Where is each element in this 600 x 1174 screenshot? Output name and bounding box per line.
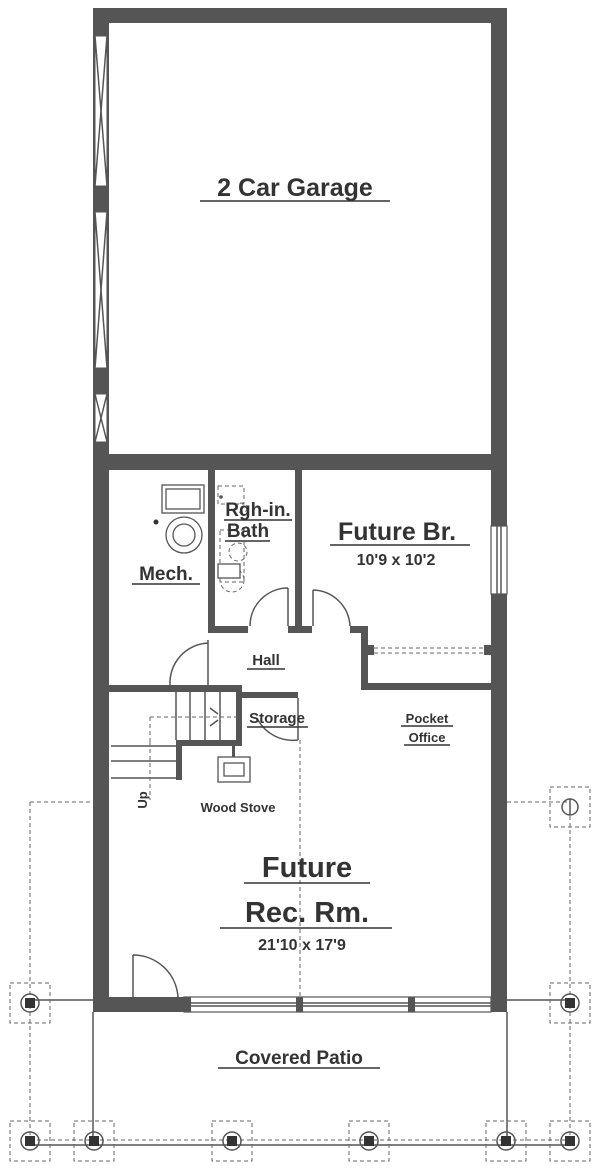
- garage-label: 2 Car Garage: [217, 174, 373, 202]
- rec-label-line1: Future: [262, 852, 352, 884]
- patio-post: [211, 1120, 253, 1162]
- hall-label: Hall: [252, 652, 280, 669]
- rec-label-line2: Rec. Rm.: [245, 897, 369, 929]
- patio-post: [9, 1120, 51, 1162]
- office-label-line2: Office: [409, 730, 446, 745]
- bedroom-window: [490, 525, 508, 595]
- wood-stove-label: Wood Stove: [201, 800, 276, 815]
- patio-post: [73, 1120, 115, 1162]
- patio-post: [9, 982, 51, 1024]
- patio-post: [549, 786, 591, 828]
- wood-stove-icon: [217, 742, 251, 783]
- bath-fixtures: [217, 485, 248, 593]
- interior-walls: [109, 470, 491, 780]
- patio-post: [549, 1120, 591, 1162]
- office-label-line1: Pocket: [406, 711, 449, 726]
- patio-posts: [9, 786, 591, 1162]
- room-labels: 2 Car Garage Mech. Rgh-in. Bath Future B…: [132, 174, 470, 1069]
- bedroom-size: 10'9 x 10'2: [357, 552, 436, 569]
- doors: [132, 587, 492, 1013]
- bath-label-line1: Rgh-in.: [225, 500, 290, 521]
- patio-outline: [29, 801, 571, 1146]
- storage-label: Storage: [249, 710, 305, 727]
- rec-size: 21'10 x 17'9: [258, 937, 346, 954]
- patio-post: [549, 982, 591, 1024]
- patio-label: Covered Patio: [235, 1048, 363, 1069]
- stairs-up-label: Up: [135, 791, 150, 808]
- bath-label-line2: Bath: [227, 521, 269, 542]
- patio-post: [485, 1120, 527, 1162]
- patio-post: [348, 1120, 390, 1162]
- bedroom-label: Future Br.: [338, 518, 456, 546]
- staircase: [111, 692, 240, 800]
- mech-fixtures: [153, 484, 205, 554]
- garage-side-windows: [94, 35, 108, 443]
- mech-label: Mech.: [139, 564, 193, 585]
